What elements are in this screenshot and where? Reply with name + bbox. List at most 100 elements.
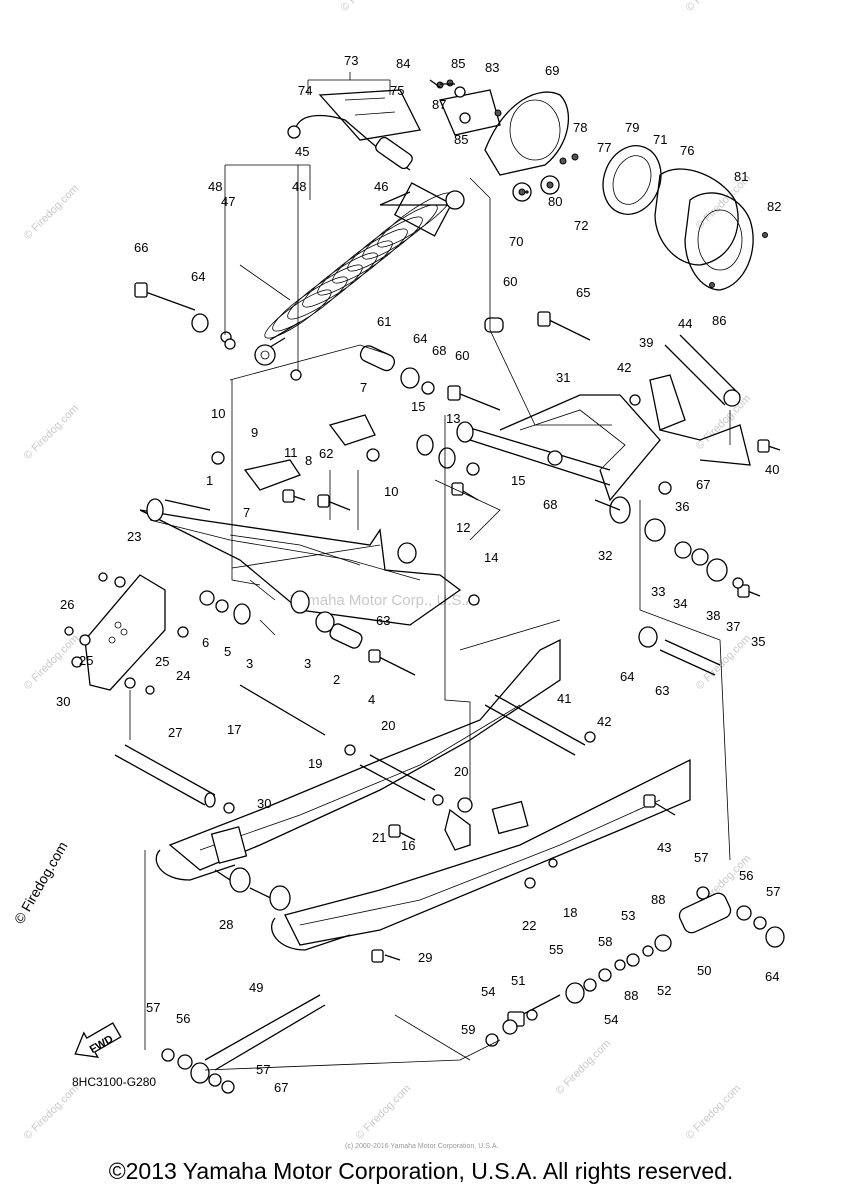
- part-callout: 63: [376, 613, 390, 628]
- part-callout: 36: [675, 499, 689, 514]
- part-callout: 23: [127, 529, 141, 544]
- part-callout: 74: [298, 83, 312, 98]
- part-callout: 10: [384, 484, 398, 499]
- part-callout: 57: [256, 1062, 270, 1077]
- part-callout: 54: [481, 984, 495, 999]
- part-callout: 62: [319, 446, 333, 461]
- part-callout: 52: [657, 983, 671, 998]
- leader-lines: [129, 72, 731, 1071]
- part-callout: 43: [657, 840, 671, 855]
- watermark: © Firedog.com: [354, 1083, 414, 1143]
- fasteners: [64, 79, 785, 1094]
- watermark: © Firedog.com: [684, 0, 744, 14]
- part-callout: 55: [549, 942, 563, 957]
- part-callout: 25: [79, 653, 93, 668]
- part-callout: 20: [381, 718, 395, 733]
- part-callout: 24: [176, 668, 190, 683]
- part-callout: 61: [377, 314, 391, 329]
- shafts: [114, 334, 741, 1071]
- part-callout: 9: [251, 425, 258, 440]
- watermark: © Firedog.com: [339, 0, 399, 14]
- part-callout: 6: [202, 635, 209, 650]
- watermark: © Firedog.com: [22, 403, 82, 463]
- part-callout: 16: [401, 838, 415, 853]
- part-callout: 4: [368, 692, 375, 707]
- part-callout: 56: [739, 868, 753, 883]
- part-callout: 14: [484, 550, 498, 565]
- part-callout: 38: [706, 608, 720, 623]
- fwd-arrow: FWD: [74, 1022, 122, 1058]
- part-callout: 67: [274, 1080, 288, 1095]
- part-callout: 57: [694, 850, 708, 865]
- part-callout: 30: [56, 694, 70, 709]
- part-callout: 48: [292, 179, 306, 194]
- part-callout: 67: [696, 477, 710, 492]
- rear-arm: [456, 374, 751, 524]
- part-callout: 35: [751, 634, 765, 649]
- part-callout: 60: [503, 274, 517, 289]
- part-callout: 27: [168, 725, 182, 740]
- part-callout: 30: [257, 796, 271, 811]
- part-callout: 64: [765, 969, 779, 984]
- part-callout: 47: [221, 194, 235, 209]
- part-callout: 15: [411, 399, 425, 414]
- part-callout: 72: [574, 218, 588, 233]
- part-callout: 64: [191, 269, 205, 284]
- part-callout: 51: [511, 973, 525, 988]
- part-callout: 85: [454, 132, 468, 147]
- part-callout: 34: [673, 596, 687, 611]
- part-callout: 83: [485, 60, 499, 75]
- small-notice: (c) 2000-2016 Yamaha Motor Corporation, …: [345, 1143, 498, 1150]
- part-callout: 12: [456, 520, 470, 535]
- part-callout: 3: [246, 656, 253, 671]
- part-callout: 63: [655, 683, 669, 698]
- bolts: [134, 282, 781, 1027]
- part-callout: 88: [624, 988, 638, 1003]
- part-callout: 32: [598, 548, 612, 563]
- part-callout: 39: [639, 335, 653, 350]
- part-callout: 66: [134, 240, 148, 255]
- part-callout: 22: [522, 918, 536, 933]
- part-callout: 8: [305, 453, 312, 468]
- part-callout: 57: [146, 1000, 160, 1015]
- part-callout: 68: [432, 343, 446, 358]
- part-callout: 31: [556, 370, 570, 385]
- part-callout: 58: [598, 934, 612, 949]
- part-callout: 18: [563, 905, 577, 920]
- part-callout: 82: [767, 199, 781, 214]
- part-callout: 75: [390, 83, 404, 98]
- part-callout: 15: [511, 473, 525, 488]
- copyright-footer: ©2013 Yamaha Motor Corporation, U.S.A. A…: [108, 1158, 734, 1184]
- front-arm: [139, 414, 462, 626]
- part-callout: 10: [211, 406, 225, 421]
- watermark: © Firedog.com: [684, 1083, 744, 1143]
- part-callout: 70: [509, 234, 523, 249]
- part-callout: 5: [224, 644, 231, 659]
- part-callout: 88: [651, 892, 665, 907]
- part-callout: 53: [621, 908, 635, 923]
- part-callout: 19: [308, 756, 322, 771]
- part-callout: 17: [227, 722, 241, 737]
- watermark-large: © Firedog.com: [11, 839, 71, 927]
- part-callout: 59: [461, 1022, 475, 1037]
- part-callout: 42: [617, 360, 631, 375]
- part-callout: 40: [765, 462, 779, 477]
- part-callout: 64: [413, 331, 427, 346]
- part-callout: 76: [680, 143, 694, 158]
- watermark: © Firedog.com: [22, 183, 82, 243]
- part-callout: 41: [557, 691, 571, 706]
- part-callout: 1: [206, 473, 213, 488]
- part-callout: 49: [249, 980, 263, 995]
- part-callout: 13: [446, 411, 460, 426]
- diagram-code: 8HC3100-G280: [72, 1075, 156, 1089]
- cover-assembly: [436, 79, 768, 291]
- part-callout: 57: [766, 884, 780, 899]
- part-callout: 87: [432, 97, 446, 112]
- part-callout: 37: [726, 619, 740, 634]
- part-callout: 28: [219, 917, 233, 932]
- part-callout: 46: [374, 179, 388, 194]
- part-callout: 26: [60, 597, 74, 612]
- part-callout: 86: [712, 313, 726, 328]
- part-callout: 84: [396, 56, 410, 71]
